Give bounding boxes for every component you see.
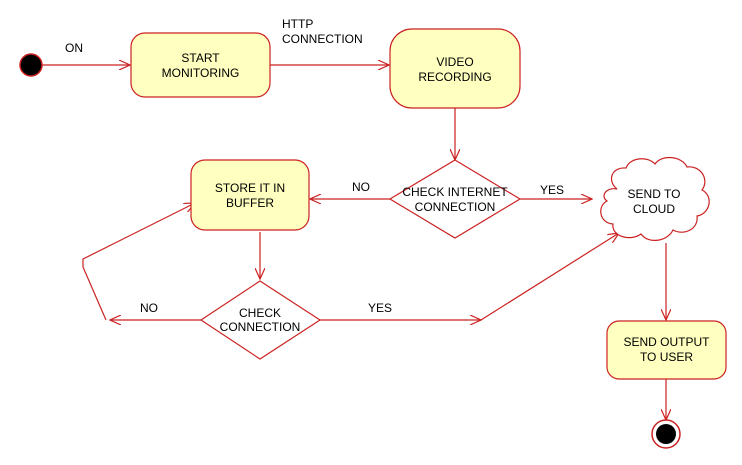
decision-check-internet-line1: CHECK INTERNET	[402, 185, 508, 199]
edge-label-connection-no: NO	[140, 301, 158, 315]
node-video-recording-line2: RECORDING	[418, 70, 491, 84]
node-video-recording-line1: VIDEO	[436, 55, 473, 69]
node-send-output: SEND OUTPUT TO USER	[606, 320, 727, 380]
edge-label-http-line1: HTTP	[282, 17, 313, 31]
node-video-recording: VIDEO RECORDING	[389, 28, 521, 109]
node-store-buffer-line2: BUFFER	[226, 196, 274, 210]
cloud-shape	[600, 157, 710, 241]
node-start-monitoring-line2: MONITORING	[162, 66, 240, 80]
decision-check-connection-line1: CHECK	[239, 306, 281, 320]
node-start-monitoring: START MONITORING	[130, 32, 271, 98]
node-send-output-line2: TO USER	[640, 350, 693, 364]
decision-check-internet-line2: CONNECTION	[415, 200, 496, 214]
edge-label-on: ON	[65, 41, 83, 55]
node-store-buffer: STORE IT IN BUFFER	[190, 159, 310, 231]
decision-check-connection-line2: CONNECTION	[220, 320, 301, 334]
node-send-cloud: SEND TO CLOUD	[600, 157, 710, 241]
edge-label-connection-yes: YES	[368, 301, 392, 315]
edge-no-loop-to-store	[82, 203, 195, 321]
final-node	[651, 419, 681, 449]
decision-check-internet: CHECK INTERNET CONNECTION	[388, 159, 522, 239]
decision-check-connection: CHECK CONNECTION	[199, 280, 322, 360]
node-send-output-line1: SEND OUTPUT	[623, 335, 710, 349]
node-send-cloud-line2: CLOUD	[633, 202, 675, 216]
node-send-cloud-line1: SEND TO	[628, 187, 681, 201]
initial-node	[19, 53, 43, 77]
edge-label-http-line2: CONNECTION	[282, 32, 363, 46]
edge-label-internet-no: NO	[352, 180, 370, 194]
node-store-buffer-line1: STORE IT IN	[215, 181, 285, 195]
edge-label-internet-yes: YES	[540, 183, 564, 197]
node-start-monitoring-line1: START	[181, 51, 220, 65]
edge-yes-to-cloud	[480, 233, 619, 321]
